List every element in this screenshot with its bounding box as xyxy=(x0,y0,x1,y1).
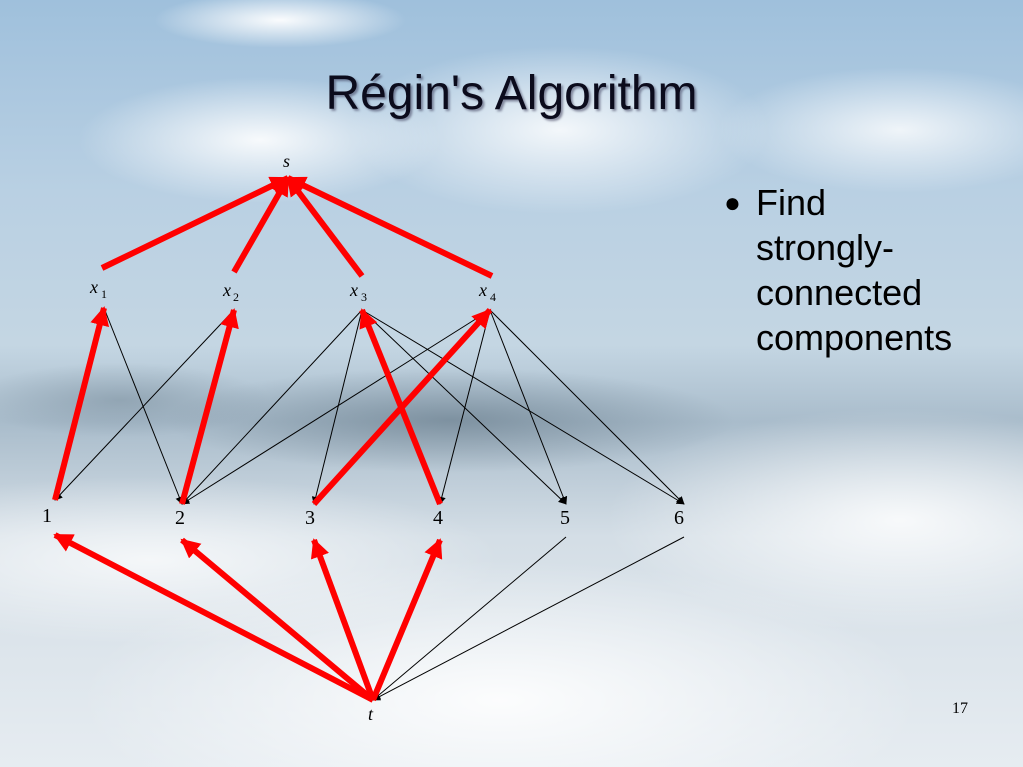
matched-edge-t-v1 xyxy=(53,532,375,703)
bullet-list: ● Find strongly- connected components xyxy=(724,180,1014,360)
bullet-line: strongly- xyxy=(756,227,895,268)
svg-text:x: x xyxy=(349,280,358,300)
svg-text:x: x xyxy=(222,280,231,300)
value-node-5: 5 xyxy=(560,507,570,529)
variable-node-x3: x 3 xyxy=(349,280,367,304)
matched-edge-x1-s xyxy=(100,175,290,271)
matched-edge-x2-s xyxy=(231,176,291,274)
svg-text:4: 4 xyxy=(490,290,496,304)
value-node-1: 1 xyxy=(42,505,52,527)
bullet-line: Find xyxy=(756,182,827,223)
value-node-3: 3 xyxy=(305,507,315,529)
bullet-dot-icon: ● xyxy=(724,187,741,218)
matched-edges xyxy=(52,175,494,703)
value-node-6: 6 xyxy=(674,507,684,529)
variable-node-x2: x 2 xyxy=(222,280,239,304)
variable-node-x1: x 1 xyxy=(89,277,107,301)
slide-title: Régin's Algorithm xyxy=(325,67,698,120)
edge-x3-v2 xyxy=(181,309,363,505)
svg-text:2: 2 xyxy=(233,290,239,304)
matched-edge-v2-x2 xyxy=(179,308,239,505)
value-node-4: 4 xyxy=(433,507,443,529)
edge-x3-v6 xyxy=(361,309,685,505)
matched-edge-x3-s xyxy=(285,176,365,278)
bullet-line: connected xyxy=(756,272,923,313)
value-node-2: 2 xyxy=(175,507,185,529)
edge-v5-t xyxy=(372,536,567,701)
edge-x3-v3 xyxy=(311,309,363,505)
sink-node-label: t xyxy=(368,704,374,724)
matched-edge-v4-x3 xyxy=(359,308,443,506)
bullet-line: components xyxy=(756,317,953,358)
source-node-label: s xyxy=(283,151,290,171)
bullet-item: ● Find strongly- connected components xyxy=(724,180,1014,360)
variable-node-x4: x 4 xyxy=(478,280,496,304)
edge-x3-v5 xyxy=(361,309,567,505)
svg-text:x: x xyxy=(89,277,98,297)
edge-x2-v1 xyxy=(54,309,235,501)
page-number: 17 xyxy=(952,700,968,717)
plain-edges xyxy=(54,307,685,701)
svg-text:3: 3 xyxy=(361,290,367,304)
matched-edge-x4-s xyxy=(286,175,494,279)
matched-edge-v1-x1 xyxy=(52,306,110,501)
svg-text:1: 1 xyxy=(101,287,107,301)
svg-text:x: x xyxy=(478,280,487,300)
edge-x4-v4 xyxy=(437,309,491,505)
matched-edge-t-v2 xyxy=(180,537,375,703)
edge-x4-v2 xyxy=(181,309,491,505)
edge-v6-t xyxy=(372,536,685,701)
matched-edge-t-v3 xyxy=(310,538,376,702)
matched-edge-t-v4 xyxy=(370,538,443,702)
edge-x4-v5 xyxy=(489,309,568,505)
edge-x4-v6 xyxy=(489,309,685,505)
